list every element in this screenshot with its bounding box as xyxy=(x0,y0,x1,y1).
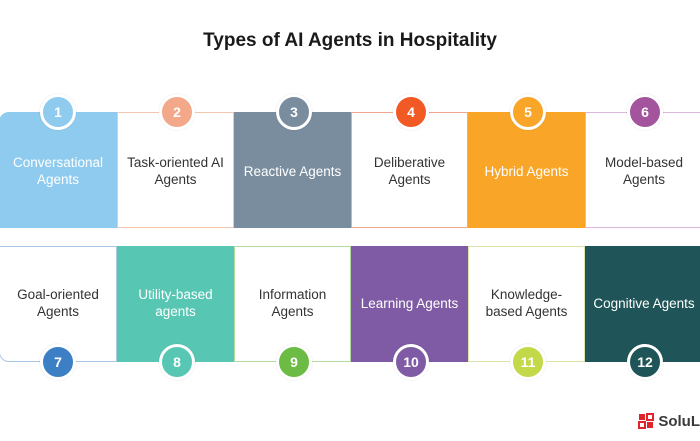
brand-logo: SoluL xyxy=(638,411,700,431)
agent-label: Knowledge-based Agents xyxy=(485,287,568,319)
agent-row-bottom: Goal-oriented Agents 7 Utility-based agent… xyxy=(0,246,700,380)
agent-card-7: Goal-oriented Agents 7 xyxy=(0,246,117,380)
agent-number-badge: 9 xyxy=(276,344,312,380)
agent-number-badge: 1 xyxy=(40,94,76,130)
agent-number-badge: 3 xyxy=(276,94,312,130)
agent-number-badge: 2 xyxy=(159,94,195,130)
agent-card-12: Cognitive Agents 12 xyxy=(585,246,700,380)
agent-label: Hybrid Agents xyxy=(484,163,569,179)
agent-number-badge: 7 xyxy=(40,344,76,380)
agent-card-2: Task-oriented AI Agents 2 xyxy=(117,94,234,228)
agent-number-badge: 10 xyxy=(393,344,429,380)
agent-label: Model-based Agents xyxy=(604,155,684,187)
agent-label: Goal-oriented Agents xyxy=(17,287,99,319)
agent-card-10: Learning Agents 10 xyxy=(351,246,468,380)
agent-card-8: Utility-based agents 8 xyxy=(117,246,234,380)
agent-number-badge: 6 xyxy=(627,94,663,130)
agent-number-badge: 8 xyxy=(159,344,195,380)
diagram-title: Types of AI Agents in Hospitality xyxy=(203,30,497,51)
solulab-logo-icon xyxy=(638,413,655,429)
agent-label: Cognitive Agents xyxy=(593,295,695,311)
agent-card-11: Knowledge-based Agents 11 xyxy=(468,246,585,380)
agent-label: Task-oriented AI Agents xyxy=(127,155,224,187)
agent-card-5: Hybrid Agents 5 xyxy=(468,94,585,228)
agent-label: Utility-based agents xyxy=(138,287,213,319)
agent-card-6: Model-based Agents 6 xyxy=(585,94,700,228)
logo-text: SoluL xyxy=(658,412,700,430)
agent-label: Deliberative Agents xyxy=(373,155,446,187)
agent-label: Information Agents xyxy=(258,287,327,319)
agent-number-badge: 11 xyxy=(510,344,546,380)
agent-number-badge: 4 xyxy=(393,94,429,130)
agent-card-9: Information Agents 9 xyxy=(234,246,351,380)
agent-label: Conversational Agents xyxy=(12,155,104,187)
agent-label: Learning Agents xyxy=(360,295,459,311)
agent-card-1: Conversational Agents 1 xyxy=(0,94,117,228)
agent-label: Reactive Agents xyxy=(243,163,342,179)
agent-card-3: Reactive Agents 3 xyxy=(234,94,351,228)
agent-number-badge: 12 xyxy=(627,344,663,380)
agent-number-badge: 5 xyxy=(510,94,546,130)
agent-card-4: Deliberative Agents 4 xyxy=(351,94,468,228)
